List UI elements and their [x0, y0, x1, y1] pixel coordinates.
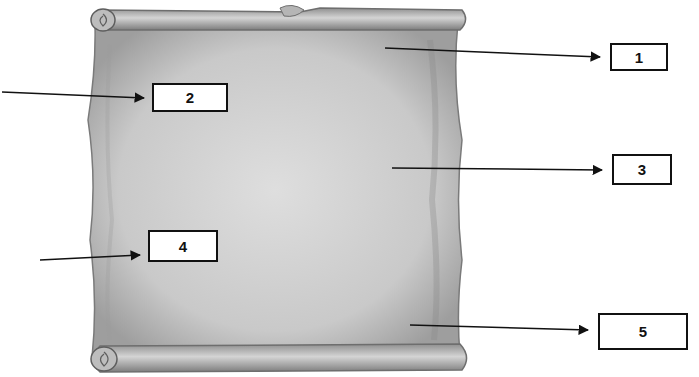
callout-box: 4: [148, 230, 218, 262]
leader-line: [2, 92, 144, 98]
leader-line: [385, 48, 600, 57]
callout-number: 1: [635, 49, 643, 66]
callout-number: 5: [639, 323, 647, 340]
callout-box: 5: [598, 313, 688, 350]
callout-number: 2: [186, 89, 194, 106]
leader-line: [410, 325, 588, 330]
callout-number: 3: [638, 161, 646, 178]
callout-box: 1: [610, 43, 668, 71]
callout-box: 3: [612, 154, 672, 185]
callout-number: 4: [179, 238, 187, 255]
callout-box: 2: [152, 83, 228, 112]
leader-line: [40, 255, 140, 260]
leader-line: [392, 168, 602, 170]
